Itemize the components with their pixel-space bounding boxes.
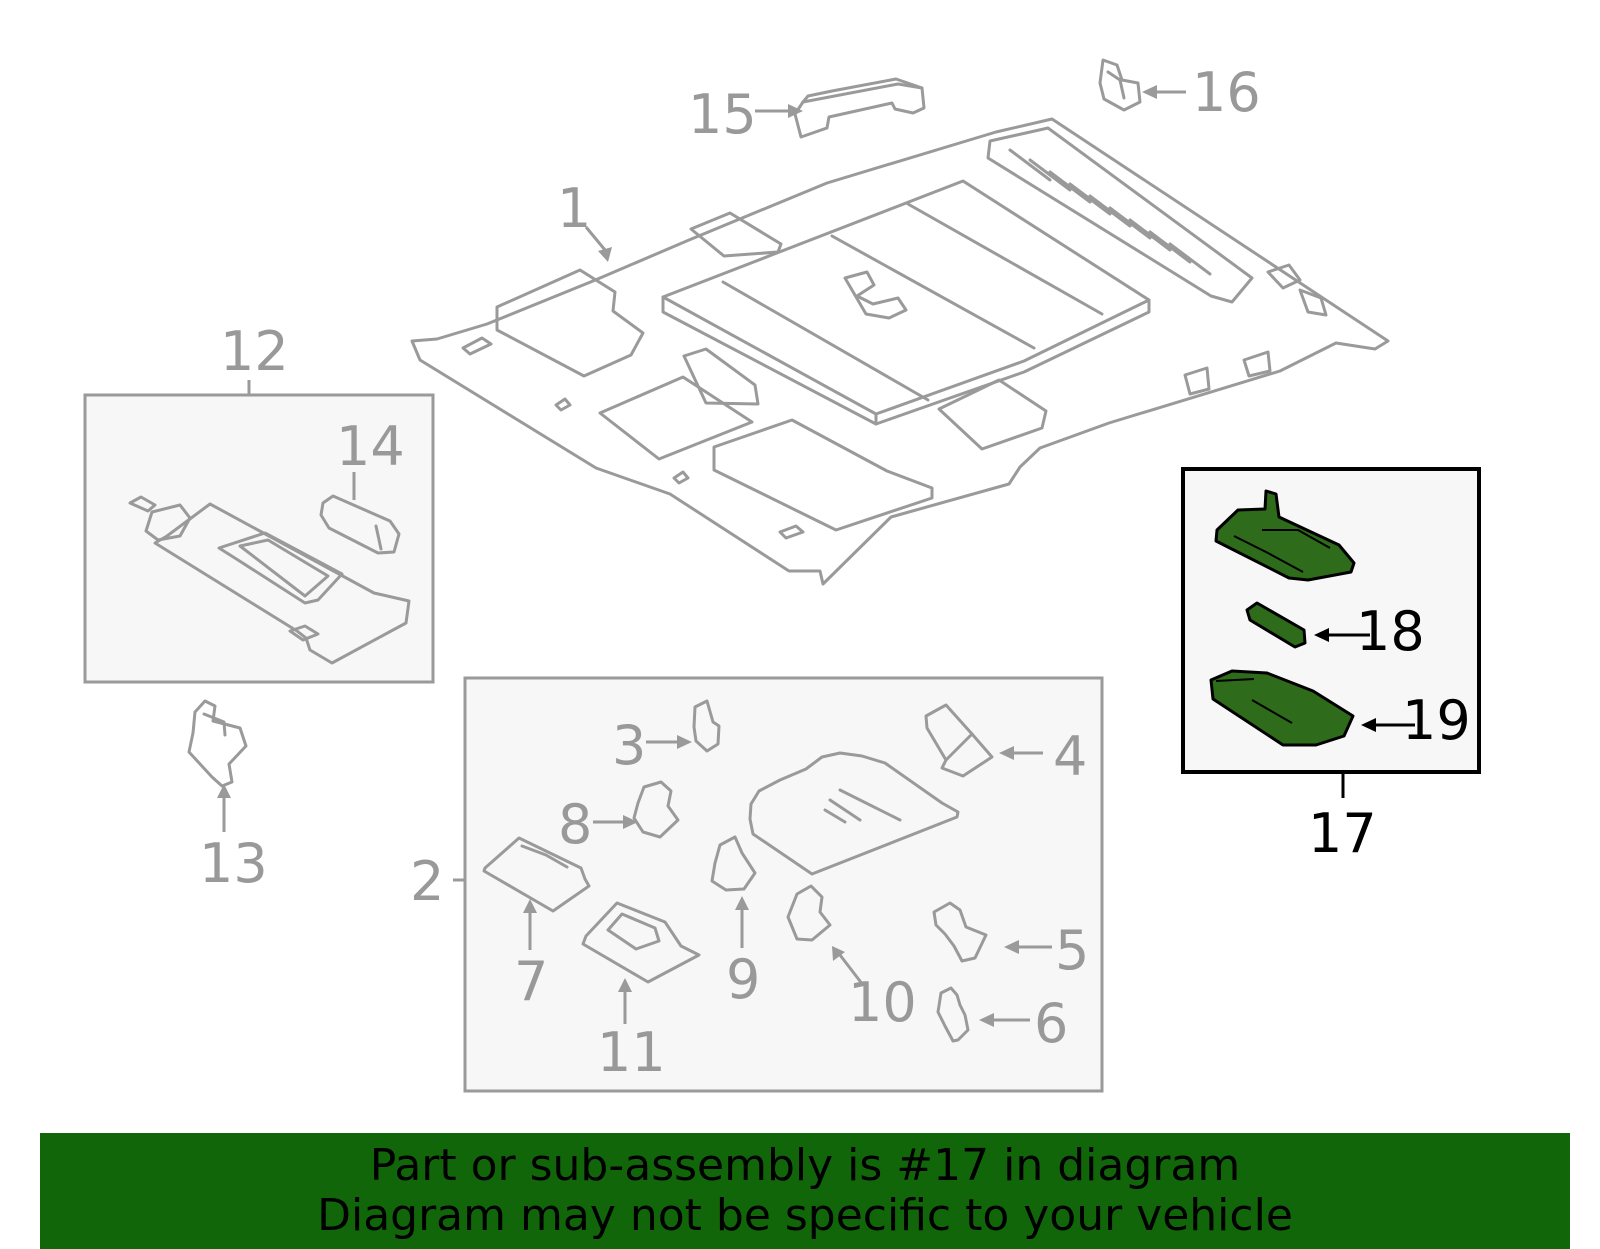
clips-group-box (463, 676, 1104, 1093)
callout-15: 15 (688, 83, 757, 146)
sun-visor-part (128, 495, 411, 665)
headliner-part (410, 117, 1390, 586)
callout-17: 17 (1308, 802, 1377, 865)
callout-11: 11 (597, 1021, 666, 1084)
clip-9-part (710, 835, 757, 892)
bulb-14-part (319, 494, 401, 555)
clip-10-part (786, 884, 832, 942)
arrowhead-1 (598, 247, 612, 262)
dome-lamp-housing-17 (1214, 489, 1356, 582)
arrowhead-11 (618, 978, 632, 992)
callout-10: 10 (848, 971, 917, 1034)
banner-line-2: Diagram may not be specific to your vehi… (317, 1190, 1293, 1241)
callout-6: 6 (1034, 992, 1068, 1055)
clip-8-part (632, 780, 680, 839)
arrowhead-19 (1361, 718, 1376, 732)
arrowhead-4 (999, 746, 1014, 760)
arrowhead-13 (217, 784, 231, 798)
clip-4-part (924, 703, 994, 778)
clip-7-part (482, 836, 591, 913)
callout-4: 4 (1053, 725, 1087, 788)
lamp-11-part (581, 901, 701, 984)
banner-background (40, 1133, 1570, 1249)
arrowhead-16 (1142, 85, 1157, 99)
callout-12: 12 (220, 320, 289, 383)
arrowhead-7 (523, 899, 537, 913)
leader-10 (838, 954, 865, 986)
callout-14: 14 (336, 415, 405, 478)
callout-13: 13 (199, 832, 268, 895)
callout-1: 1 (557, 177, 591, 240)
clip-3-part (692, 699, 721, 753)
callout-9: 9 (726, 948, 760, 1011)
clip-5-part (932, 901, 988, 963)
callout-16: 16 (1192, 61, 1261, 124)
arrowhead-18 (1314, 628, 1329, 642)
banner-line-1: Part or sub-assembly is #17 in diagram (369, 1140, 1241, 1191)
bulb-18-part (1245, 601, 1307, 649)
callout-5: 5 (1055, 919, 1089, 982)
lens-19-part (1209, 669, 1355, 747)
info-banner: Part or sub-assembly is #17 in diagram D… (40, 1133, 1570, 1249)
callout-19: 19 (1402, 689, 1471, 752)
leader-1 (584, 226, 607, 251)
pad-2-part (748, 751, 960, 876)
arrowhead-10 (832, 946, 845, 961)
grab-handle-part (793, 77, 926, 139)
arrowhead-9 (735, 896, 749, 910)
callout-2: 2 (410, 850, 444, 913)
callout-3: 3 (612, 714, 646, 777)
clip-6-part (936, 986, 970, 1043)
arrowhead-6 (979, 1013, 994, 1027)
sun-visor-group-box (83, 393, 435, 684)
arrowhead-5 (1004, 940, 1019, 954)
callout-18: 18 (1356, 600, 1425, 663)
arrowhead-15 (788, 104, 803, 118)
arrowhead-3 (677, 735, 692, 749)
clip-16-part (1098, 58, 1142, 112)
callout-7: 7 (514, 950, 548, 1013)
callout-8: 8 (558, 793, 592, 856)
visor-holder-13-part (187, 699, 248, 788)
arrowhead-8 (623, 815, 638, 829)
